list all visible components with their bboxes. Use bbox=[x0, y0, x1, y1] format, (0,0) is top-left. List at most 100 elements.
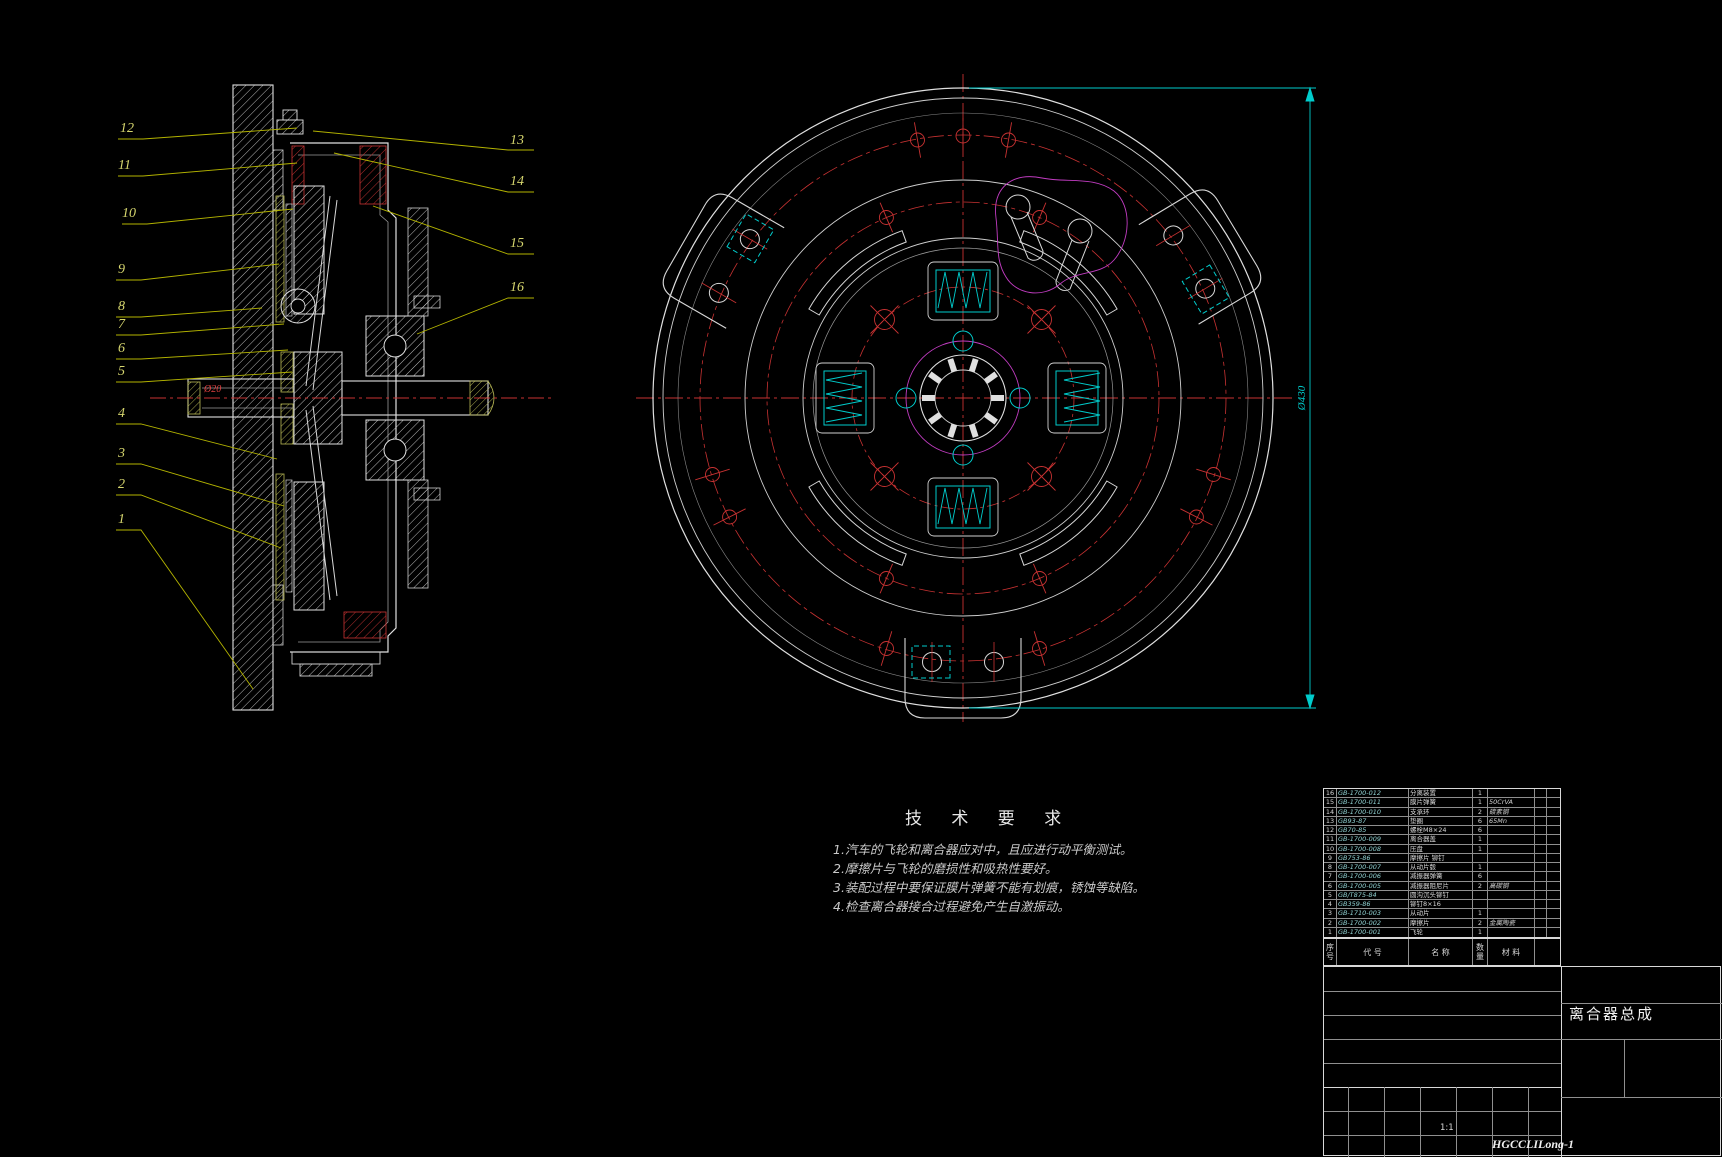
flywheel-section bbox=[232, 84, 274, 711]
part-no-cell: 5 bbox=[1324, 890, 1337, 900]
part-weight-cell bbox=[1535, 789, 1560, 798]
parts-list-row: 8 GB-1700-007 从动片毂 1 bbox=[1324, 863, 1560, 873]
part-qty-cell: 2 bbox=[1473, 881, 1488, 890]
tech-requirements-title: 技 术 要 求 bbox=[905, 809, 1074, 829]
callout-9: 9 bbox=[118, 262, 125, 277]
callout-2: 2 bbox=[118, 477, 125, 492]
callout-3: 3 bbox=[118, 446, 125, 461]
part-material-cell bbox=[1488, 844, 1535, 853]
part-material-cell: 50CrVA bbox=[1488, 798, 1535, 807]
parts-list-row: 11 GB-1700-009 离合器盖 1 bbox=[1324, 835, 1560, 845]
leader-lines bbox=[116, 127, 534, 690]
part-code-cell: GB-1700-008 bbox=[1337, 844, 1409, 853]
damper-spring-right bbox=[1047, 362, 1107, 434]
part-name-cell: 圆沟沉头铆钉 bbox=[1409, 890, 1473, 900]
title-block: 离合器总成 1:1 HGCCLILong-1 bbox=[1323, 966, 1722, 1157]
part-code-cell: GB359-86 bbox=[1337, 900, 1409, 909]
part-material-cell bbox=[1488, 863, 1535, 872]
header-material: 材 料 bbox=[1488, 939, 1535, 965]
part-material-cell bbox=[1488, 909, 1535, 918]
part-material-cell: 高碳钢 bbox=[1488, 881, 1535, 890]
tech-requirement-1: 1.汽车的飞轮和离合器应对中，且应进行动平衡测试。 bbox=[833, 842, 1133, 857]
bolt-holes bbox=[870, 305, 1056, 491]
part-weight-cell bbox=[1535, 863, 1560, 872]
parts-list-row: 12 GB70-85 螺栓M8×24 6 bbox=[1324, 826, 1560, 836]
parts-list-row: 9 GB753-86 摩擦片 铆钉 bbox=[1324, 853, 1560, 864]
callout-16: 16 bbox=[510, 280, 524, 295]
part-name-cell: 膜片弹簧 bbox=[1409, 798, 1473, 807]
part-weight-cell bbox=[1535, 816, 1560, 826]
part-weight-cell bbox=[1535, 890, 1560, 900]
part-weight-cell bbox=[1535, 807, 1560, 816]
part-weight-cell bbox=[1535, 927, 1560, 938]
shaft-diameter-label: Ø20 bbox=[204, 384, 222, 395]
tech-requirement-4: 4.检查离合器接合过程避免产生自激振动。 bbox=[833, 899, 1070, 914]
part-name-cell: 支承环 bbox=[1409, 807, 1473, 816]
header-code: 代 号 bbox=[1337, 939, 1409, 965]
part-name-cell: 离合器盖 bbox=[1409, 835, 1473, 844]
section-view bbox=[150, 84, 552, 711]
header-name: 名 称 bbox=[1409, 939, 1473, 965]
part-qty-cell bbox=[1473, 900, 1488, 909]
part-code-cell: GB70-85 bbox=[1337, 826, 1409, 835]
callout-10: 10 bbox=[122, 206, 136, 221]
tech-requirement-3: 3.装配过程中要保证膜片弹簧不能有划痕，锈蚀等缺陷。 bbox=[833, 880, 1145, 895]
part-no-cell: 9 bbox=[1324, 853, 1337, 863]
part-code-cell: GB/T875-84 bbox=[1337, 890, 1409, 900]
parts-list-row: 15 GB-1700-011 膜片弹簧 1 50CrVA bbox=[1324, 798, 1560, 808]
part-no-cell: 3 bbox=[1324, 909, 1337, 918]
part-qty-cell: 6 bbox=[1473, 826, 1488, 835]
parts-list-row: 6 GB-1700-005 减振器阻尼片 2 高碳钢 bbox=[1324, 881, 1560, 891]
part-qty-cell: 2 bbox=[1473, 807, 1488, 816]
slot-arcs bbox=[808, 230, 1118, 566]
part-qty-cell: 1 bbox=[1473, 835, 1488, 844]
part-code-cell: GB-1700-005 bbox=[1337, 881, 1409, 890]
part-material-cell bbox=[1488, 853, 1535, 863]
part-name-cell: 螺栓M8×24 bbox=[1409, 826, 1473, 835]
callout-14: 14 bbox=[510, 174, 524, 189]
part-code-cell: GB-1700-006 bbox=[1337, 872, 1409, 881]
part-name-cell: 铆钉8×16 bbox=[1409, 900, 1473, 909]
part-qty-cell: 1 bbox=[1473, 927, 1488, 938]
outer-diameter-label: Ø430 bbox=[1296, 385, 1309, 411]
part-name-cell: 摩擦片 铆钉 bbox=[1409, 853, 1473, 863]
callout-6: 6 bbox=[118, 341, 125, 356]
part-name-cell: 减振器阻尼片 bbox=[1409, 881, 1473, 890]
part-material-cell bbox=[1488, 789, 1535, 798]
part-code-cell: GB-1700-011 bbox=[1337, 798, 1409, 807]
part-no-cell: 15 bbox=[1324, 798, 1337, 807]
part-qty-cell bbox=[1473, 853, 1488, 863]
lever-windows bbox=[1005, 194, 1093, 292]
part-qty-cell: 2 bbox=[1473, 918, 1488, 927]
part-name-cell: 减振器弹簧 bbox=[1409, 872, 1473, 881]
parts-list-row: 13 GB93-87 垫圈 6 65Mn bbox=[1324, 816, 1560, 827]
parts-list-row: 14 GB-1700-010 支承环 2 碳素钢 bbox=[1324, 807, 1560, 817]
diameter-dimension bbox=[969, 86, 1316, 710]
part-name-cell: 飞轮 bbox=[1409, 927, 1473, 938]
part-no-cell: 12 bbox=[1324, 826, 1337, 835]
part-weight-cell bbox=[1535, 909, 1560, 918]
callout-4: 4 bbox=[118, 406, 125, 421]
outer-circle bbox=[652, 87, 1274, 709]
callout-1: 1 bbox=[118, 512, 125, 527]
parts-list-header: 序 号 代 号 名 称 数 量 材 料 bbox=[1323, 938, 1561, 966]
spline-hub bbox=[919, 354, 1007, 442]
part-qty-cell: 1 bbox=[1473, 863, 1488, 872]
parts-list-row: 2 GB-1700-002 摩擦片 2 金属陶瓷 bbox=[1324, 918, 1560, 928]
mid-rivets bbox=[878, 202, 1048, 594]
part-name-cell: 分离装置 bbox=[1409, 789, 1473, 798]
parts-list-row: 4 GB359-86 铆钉8×16 bbox=[1324, 900, 1560, 910]
part-no-cell: 14 bbox=[1324, 807, 1337, 816]
damper-spring-bottom bbox=[927, 477, 999, 537]
part-qty-cell: 1 bbox=[1473, 844, 1488, 853]
part-code-cell: GB-1700-009 bbox=[1337, 835, 1409, 844]
part-weight-cell bbox=[1535, 872, 1560, 881]
drawing-number: HGCCLILong-1 bbox=[1492, 1137, 1575, 1151]
part-qty-cell: 6 bbox=[1473, 816, 1488, 826]
part-name-cell: 从动片 bbox=[1409, 909, 1473, 918]
part-code-cell: GB-1710-003 bbox=[1337, 909, 1409, 918]
part-qty-cell bbox=[1473, 890, 1488, 900]
part-weight-cell bbox=[1535, 900, 1560, 909]
part-no-cell: 13 bbox=[1324, 816, 1337, 826]
